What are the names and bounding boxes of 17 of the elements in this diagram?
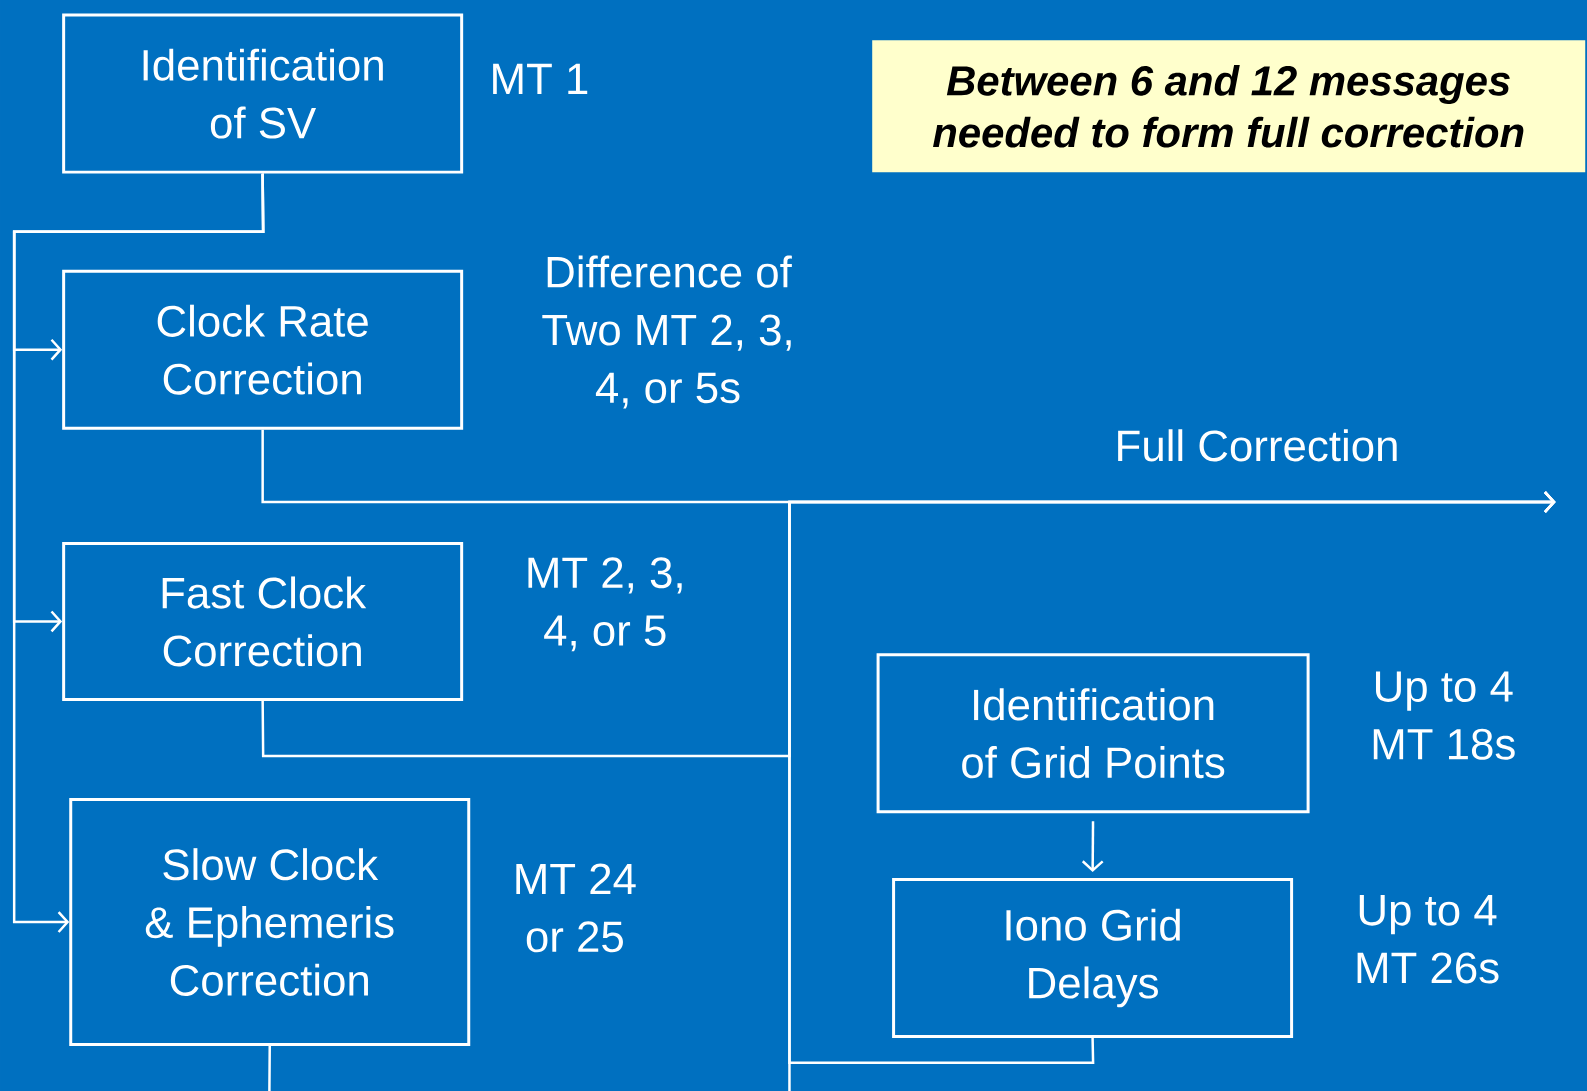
process-box: Fast Clock Correction <box>62 541 464 701</box>
arrow <box>788 491 1556 1064</box>
annotation-text: Up to 4 MT 18s <box>1373 671 1515 760</box>
process-box: Clock Rate Correction <box>62 269 464 430</box>
process-box: Identification of Grid Points <box>876 653 1310 814</box>
note-box: Between 6 and 12 messages needed to form full correction <box>872 40 1586 173</box>
annotation-text: MT 1 <box>493 63 588 94</box>
annotation-text: Difference of Two MT 2, 3, 4, or 5s <box>542 255 792 409</box>
annotation-text: MT 24 or 25 <box>516 863 636 953</box>
annotation-text: Up to 4 MT 26s <box>1357 895 1499 984</box>
edge-label: Full Correction <box>1112 427 1402 464</box>
arrow <box>1081 821 1104 872</box>
process-box: Iono Grid Delays <box>892 877 1294 1038</box>
process-box: Slow Clock & Ephemeris Correction <box>69 798 471 1046</box>
annotation-text: MT 2, 3, 4, or 5 <box>528 557 682 652</box>
process-box: Identification of SV <box>62 13 464 174</box>
arrow <box>12 173 265 933</box>
